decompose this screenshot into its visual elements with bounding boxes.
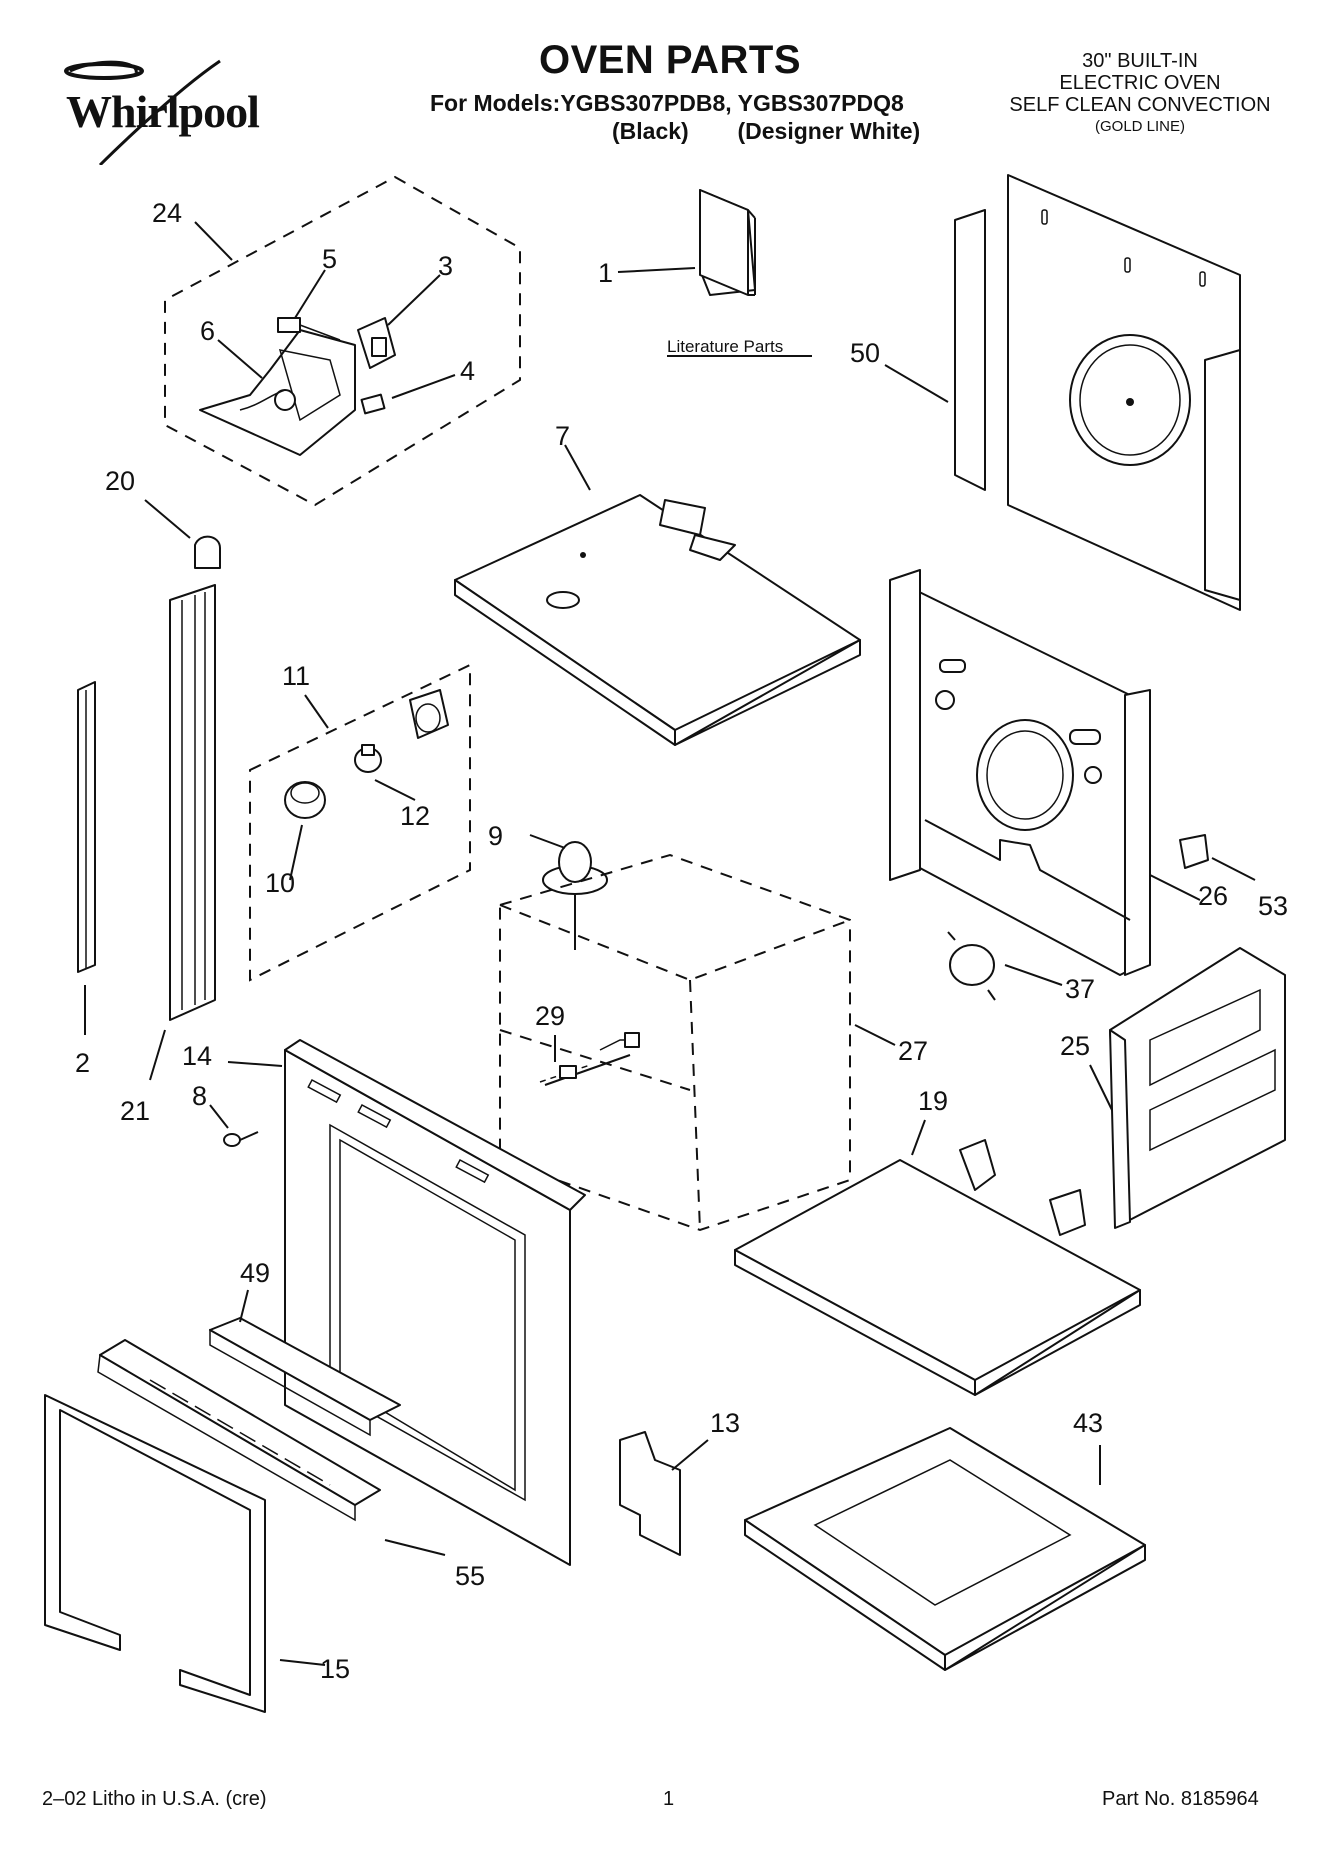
part-14-front-frame xyxy=(284,1039,586,1566)
part-8-screw xyxy=(223,1131,259,1147)
callout-50: 50 xyxy=(850,338,880,368)
callout-43: 43 xyxy=(1073,1408,1103,1438)
part-1-literature xyxy=(699,189,756,296)
callout-20: 20 xyxy=(105,466,135,496)
part-20-cap xyxy=(194,535,221,569)
callout-3: 3 xyxy=(438,251,453,281)
footer-print-info: 2–02 Litho in U.S.A. (cre) xyxy=(42,1788,267,1810)
callout-19: 19 xyxy=(918,1086,948,1116)
callout-9: 9 xyxy=(488,821,503,851)
leader-lines xyxy=(84,221,1256,1666)
callout-53: 53 xyxy=(1258,891,1288,921)
callout-21: 21 xyxy=(120,1096,150,1126)
part-12-socket xyxy=(354,744,382,773)
part-7-top-panel xyxy=(454,494,861,746)
spec-line: ELECTRIC OVEN xyxy=(1059,72,1221,94)
part-2-trim-strip xyxy=(77,681,96,973)
callout-55: 55 xyxy=(455,1561,485,1591)
callout-14: 14 xyxy=(182,1041,212,1071)
part-5-switch xyxy=(277,317,341,341)
part-6-bracket xyxy=(199,329,356,456)
callout-labels: 24 5 3 6 4 1 50 7 20 11 12 10 9 2 21 14 … xyxy=(75,198,1288,1684)
models-line: For Models:YGBS307PDB8, YGBS307PDQ8 xyxy=(430,90,904,116)
callout-37: 37 xyxy=(1065,974,1095,1004)
part-24-assembly-outline xyxy=(164,175,521,507)
part-27-oven-cavity xyxy=(499,853,851,1232)
part-19-bottom-panel xyxy=(734,1139,1141,1396)
whirlpool-logo-icon xyxy=(64,59,221,167)
callout-2: 2 xyxy=(75,1048,90,1078)
part-21-side-trim xyxy=(169,584,216,1021)
part-26-convection-baffle xyxy=(889,569,1151,976)
callout-5: 5 xyxy=(322,244,337,274)
callout-49: 49 xyxy=(240,1258,270,1288)
part-4-terminal xyxy=(360,393,386,415)
part-43-bottom-tray xyxy=(744,1427,1146,1671)
part-50-rear-panel xyxy=(954,174,1241,611)
oven-spec: 30" BUILT-IN ELECTRIC OVEN SELF CLEAN CO… xyxy=(990,50,1290,138)
part-13-hinge-bracket xyxy=(619,1431,681,1556)
page-title: OVEN PARTS xyxy=(538,38,802,82)
callout-12: 12 xyxy=(400,801,430,831)
part-37-thermostat xyxy=(947,931,996,1001)
variant-white: (Designer White) xyxy=(737,118,921,144)
brand-wordmark: Whirlpool xyxy=(66,86,260,137)
callout-15: 15 xyxy=(320,1654,350,1684)
callout-11: 11 xyxy=(282,661,310,691)
spec-line: SELF CLEAN CONVECTION xyxy=(1009,94,1271,116)
callout-10: 10 xyxy=(265,868,295,898)
part-25-side-panel xyxy=(1109,947,1286,1229)
part-53-clip xyxy=(1179,834,1209,869)
part-9-fan-motor xyxy=(542,841,608,950)
page-number: 1 xyxy=(663,1788,675,1810)
part-number: Part No. 8185964 xyxy=(1102,1788,1259,1810)
part-55-vent-grille xyxy=(97,1339,381,1522)
callout-27: 27 xyxy=(898,1036,928,1066)
callout-7: 7 xyxy=(555,421,570,451)
callout-1: 1 xyxy=(598,258,613,288)
model-variants: (Black) (Designer White) xyxy=(612,118,920,145)
whirlpool-logo: Whirlpool xyxy=(40,55,280,167)
callout-24: 24 xyxy=(152,198,182,228)
callout-8: 8 xyxy=(192,1081,207,1111)
callout-4: 4 xyxy=(460,356,475,386)
literature-parts-label: Literature Parts xyxy=(667,337,783,356)
part-11-bulb-holder xyxy=(409,689,449,739)
spec-line: 30" BUILT-IN xyxy=(1082,50,1198,72)
part-10-lens xyxy=(284,781,326,819)
variant-black: (Black) xyxy=(612,118,689,144)
callout-26: 26 xyxy=(1198,881,1228,911)
part-3-connector xyxy=(357,317,396,369)
part-29-sensor xyxy=(544,1032,640,1086)
callout-25: 25 xyxy=(1060,1031,1090,1061)
part-11-assembly-outline xyxy=(249,663,471,982)
callout-6: 6 xyxy=(200,316,215,346)
callout-29: 29 xyxy=(535,1001,565,1031)
part-49-vent-trim xyxy=(209,1317,401,1437)
spec-small: (GOLD LINE) xyxy=(1094,118,1185,135)
part-15-gasket xyxy=(44,1394,266,1713)
callout-13: 13 xyxy=(710,1408,740,1438)
